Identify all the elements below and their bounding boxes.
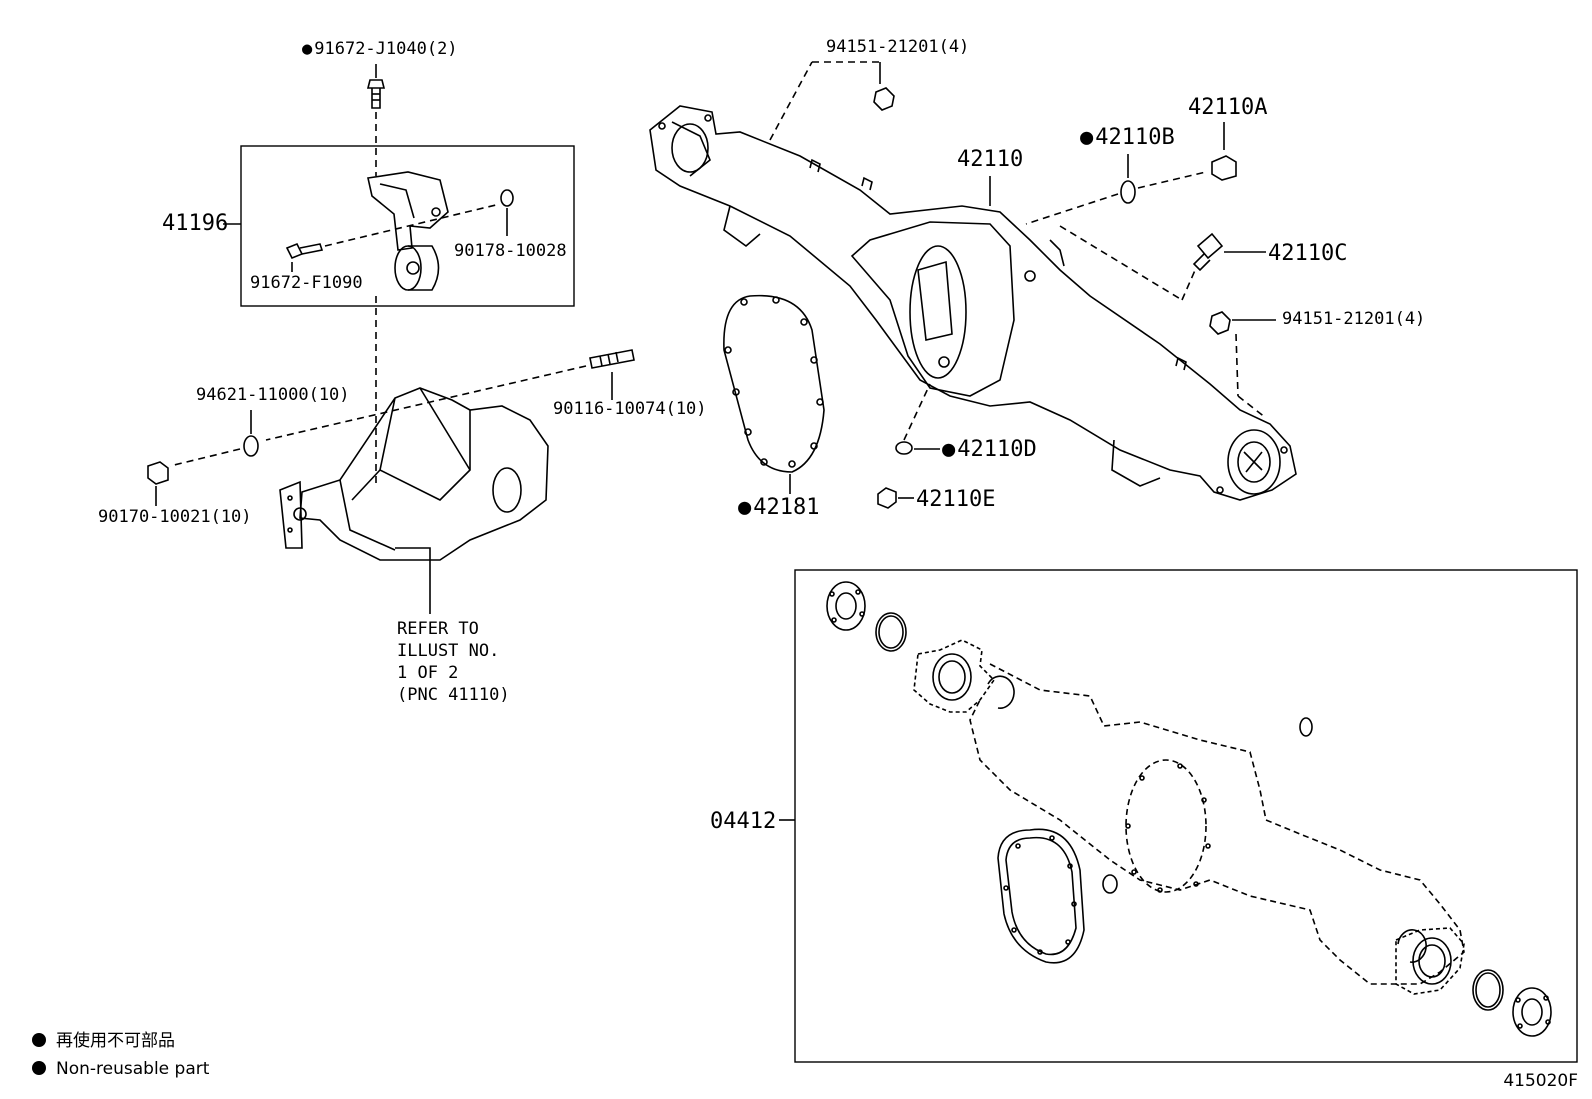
o-ring-right xyxy=(1472,969,1504,1011)
label-90178-10028: 90178-10028 xyxy=(454,241,567,261)
plug-42110E xyxy=(877,487,897,509)
figure-code: 415020F xyxy=(1503,1071,1578,1091)
gasket-42110B xyxy=(1120,180,1136,204)
refer-line-3: 1 OF 2 xyxy=(397,663,459,683)
gasket-42181 xyxy=(723,294,825,473)
housing-gasket xyxy=(969,663,1465,985)
refer-line-1: REFER TO xyxy=(397,619,479,639)
legend-en: Non-reusable part xyxy=(32,1058,209,1080)
carrier-gasket-inner xyxy=(1125,759,1207,893)
label-94621-11000: 94621-11000(10) xyxy=(196,385,350,405)
carrier-gasket-ring xyxy=(997,828,1085,964)
bullet-icon xyxy=(32,1033,46,1047)
snap-ring-left xyxy=(987,675,1015,709)
label-42110A: 42110A xyxy=(1188,95,1268,120)
breather-42110C xyxy=(1192,232,1224,272)
label-text: 42181 xyxy=(753,495,820,520)
label-42110B: 42110B xyxy=(1080,125,1175,150)
label-42110: 42110 xyxy=(957,147,1024,172)
washer-90178 xyxy=(500,189,514,207)
label-90170-10021: 90170-10021(10) xyxy=(98,507,252,527)
nut-94151-right xyxy=(1209,311,1231,335)
label-91672-J1040: 91672-J1040(2) xyxy=(302,39,458,59)
label-42110E: 42110E xyxy=(916,487,996,512)
refer-line-4: (PNC 41110) xyxy=(397,685,510,705)
label-42110C: 42110C xyxy=(1268,241,1348,266)
label-91672-F1090: 91672-F1090 xyxy=(250,273,363,293)
seal-flange-right xyxy=(1512,987,1552,1037)
legend-jp-text: 再使用不可部品 xyxy=(56,1031,175,1051)
seal-plate-left xyxy=(913,639,996,713)
label-94151-top: 94151-21201(4) xyxy=(826,37,970,57)
differential-carrier xyxy=(279,387,549,576)
bullet-icon xyxy=(32,1061,46,1075)
washer-kit-2 xyxy=(1102,874,1118,894)
washer-kit-1 xyxy=(1299,717,1313,737)
seal-flange-left xyxy=(826,581,866,631)
stud-90116-10074 xyxy=(589,349,635,369)
bolt-91672-F1090 xyxy=(285,242,324,260)
label-42110D: 42110D xyxy=(942,437,1037,462)
plug-42110A xyxy=(1211,155,1237,181)
oil-seal-right xyxy=(1412,937,1452,985)
label-90116-10074: 90116-10074(10) xyxy=(553,399,707,419)
washer-94621 xyxy=(243,435,259,457)
gasket-kit-box xyxy=(794,569,1578,1063)
label-04412: 04412 xyxy=(710,809,777,834)
nut-94151-top xyxy=(873,87,895,111)
legend-jp: 再使用不可部品 xyxy=(32,1030,175,1052)
oil-seal-left xyxy=(932,653,972,701)
label-41196: 41196 xyxy=(162,211,229,236)
label-text: 91672-J1040(2) xyxy=(314,39,458,59)
axle-housing xyxy=(649,105,1297,501)
bushing-part xyxy=(394,245,440,291)
gasket-42110D xyxy=(895,441,913,455)
nut-90170 xyxy=(147,461,169,485)
snap-ring-right xyxy=(1397,929,1427,963)
refer-line-2: ILLUST NO. xyxy=(397,641,500,661)
bolt-91672-J1040 xyxy=(366,79,386,109)
bracket-assembly-box xyxy=(240,145,575,307)
label-42181: 42181 xyxy=(738,496,819,520)
seal-plate-right xyxy=(1395,927,1465,995)
o-ring-left xyxy=(875,612,907,652)
label-text: 42110B xyxy=(1095,125,1175,150)
bracket-part xyxy=(367,171,449,251)
legend-en-text: Non-reusable part xyxy=(56,1059,210,1079)
label-94151-right: 94151-21201(4) xyxy=(1282,309,1426,329)
label-text: 42110D xyxy=(957,437,1037,462)
refer-note: REFER TO ILLUST NO. 1 OF 2 (PNC 41110) xyxy=(397,618,510,706)
